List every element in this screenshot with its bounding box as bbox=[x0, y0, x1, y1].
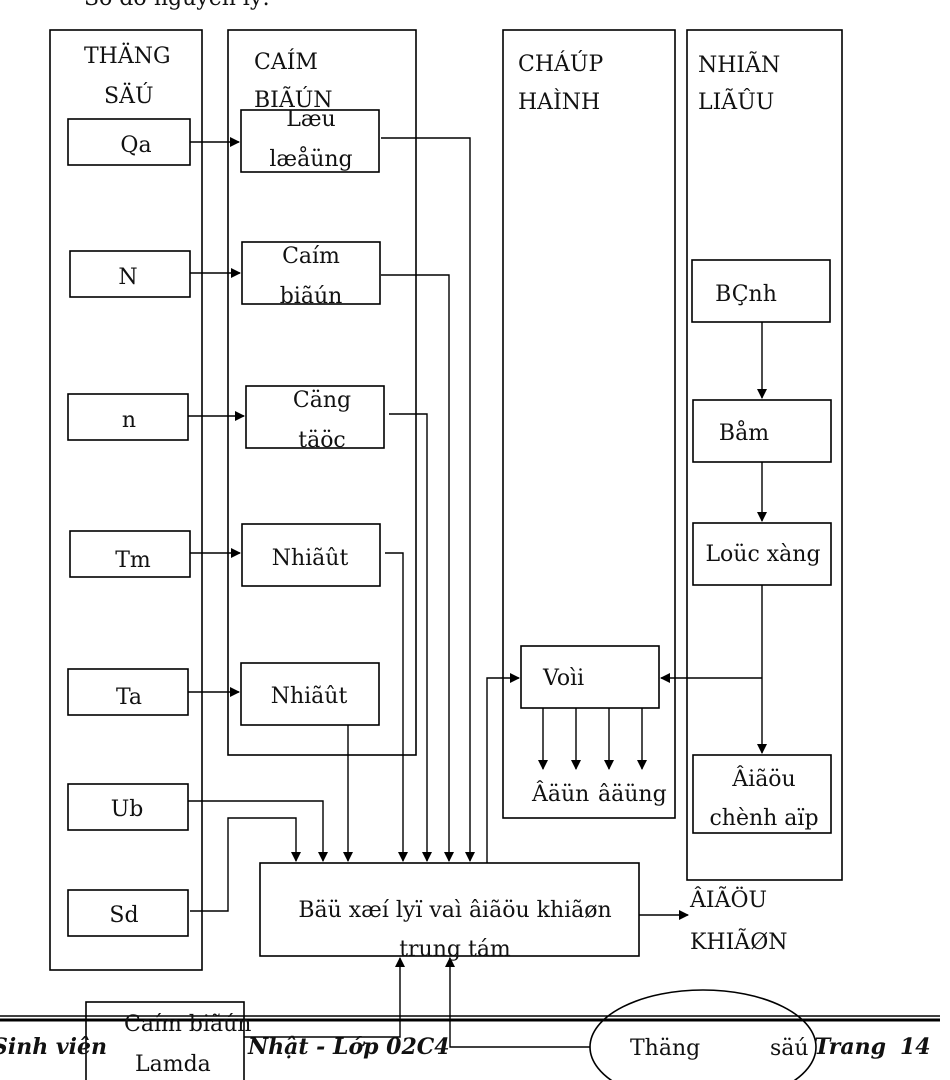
lambda-box bbox=[85, 1001, 245, 1080]
header-signals-line2: SÄÚ bbox=[104, 84, 154, 109]
line-oval-ecu bbox=[445, 957, 590, 1048]
header-actuator-line2: HAÌNH bbox=[518, 90, 601, 115]
footer-left: Sinh viên bbox=[0, 1034, 108, 1060]
signal-box-sd bbox=[67, 889, 189, 937]
engine-label-part2: âäüng bbox=[598, 782, 667, 807]
signal-label-tm: Tm bbox=[115, 548, 151, 573]
sensor-box-flow bbox=[240, 109, 380, 173]
sensor-speed-line1: Cäng bbox=[292, 388, 352, 413]
sensor-box-temp2 bbox=[240, 662, 380, 726]
header-sensors-line1: CAÍM bbox=[254, 50, 318, 75]
signal-label-ub: Ub bbox=[110, 797, 144, 822]
header-fuel-line2: LIÃÛU bbox=[698, 90, 775, 115]
sensor-flow-line1: Læu bbox=[286, 107, 336, 132]
line-temp1-ecu bbox=[385, 552, 408, 862]
signal-box-n-lower bbox=[67, 393, 189, 441]
line-sensor-ecu bbox=[381, 274, 454, 862]
fuel-regulator-line1: Âiãöu bbox=[732, 767, 796, 792]
signal-label-sd: Sd bbox=[109, 903, 139, 928]
sensor-box-sensor bbox=[241, 241, 381, 305]
header-actuator-line1: CHÁÚP bbox=[518, 52, 604, 77]
control-label-line1: ÂIÃÖU bbox=[690, 888, 768, 913]
sensor-sensor-line2: biãún bbox=[279, 284, 343, 309]
engine-label-part1: Âäün bbox=[532, 782, 590, 807]
injector-box bbox=[520, 645, 660, 709]
sensor-temp2-label: Nhiãût bbox=[270, 684, 348, 709]
fuel-pump-label: Båm bbox=[718, 421, 770, 446]
header-fuel-line1: NHIÃN bbox=[698, 53, 781, 78]
oval-label-right: säú bbox=[770, 1036, 809, 1061]
column-frame-fuel bbox=[686, 29, 843, 881]
sensor-flow-line2: læåüng bbox=[269, 147, 353, 172]
signal-label-n-lower: n bbox=[121, 408, 137, 433]
signal-label-qa: Qa bbox=[120, 133, 152, 158]
sensor-box-temp1 bbox=[241, 523, 381, 587]
fuel-tank-label: BÇnh bbox=[715, 282, 777, 307]
signal-box-ub bbox=[67, 783, 189, 831]
ecu-label-line1: Bäü xæí lyï vaì âiãöu khiãøn bbox=[298, 898, 612, 923]
lambda-label-line2: Lamda bbox=[135, 1052, 211, 1077]
line-lambda-ecu bbox=[244, 957, 405, 1038]
sensor-box-speed bbox=[245, 385, 385, 449]
footer-middle: Nhật - Lớp 02C4 bbox=[248, 1034, 450, 1060]
lambda-label-line1: Caím biãún bbox=[124, 1012, 252, 1037]
column-frame-sensors bbox=[227, 29, 417, 756]
signal-box-tm bbox=[69, 530, 191, 578]
injector-label: Voìi bbox=[543, 666, 585, 691]
ecu-label-line2: trung tám bbox=[399, 937, 511, 962]
rpm-oval bbox=[589, 989, 817, 1080]
signal-box-n bbox=[69, 250, 191, 298]
line-speed-ecu bbox=[389, 413, 432, 862]
line-flow-ecu bbox=[381, 137, 475, 862]
sensor-speed-line2: täöc bbox=[298, 428, 346, 453]
header-sensors-line2: BIÃÚN bbox=[254, 88, 333, 113]
line-sd-ecu bbox=[190, 817, 301, 912]
footer-page-number: 14 bbox=[900, 1034, 931, 1060]
ecu-box bbox=[259, 862, 640, 957]
diagram-caption: Sơ đồ nguyên lý: bbox=[84, 0, 270, 12]
header-signals-line1: THÄNG bbox=[84, 44, 171, 69]
column-frame-signals bbox=[49, 29, 203, 971]
control-label-line2: KHIÃØN bbox=[690, 930, 788, 955]
column-frame-actuator bbox=[502, 29, 676, 819]
signal-label-ta: Ta bbox=[115, 685, 143, 710]
signal-label-n-upper: N bbox=[118, 265, 138, 290]
fuel-box-tank bbox=[691, 259, 831, 323]
oval-label-left: Thäng bbox=[630, 1036, 701, 1061]
footer-page-label: Trang bbox=[814, 1034, 886, 1060]
sensor-sensor-line1: Caím bbox=[282, 244, 340, 269]
fuel-filter-label: Loüc xàng bbox=[705, 542, 821, 567]
fuel-box-regulator bbox=[692, 754, 832, 834]
line-ub-ecu bbox=[188, 800, 328, 862]
line-ecu-injector bbox=[486, 673, 520, 863]
fuel-regulator-line2: chènh aïp bbox=[709, 806, 819, 831]
sensor-temp1-label: Nhiãût bbox=[271, 546, 349, 571]
